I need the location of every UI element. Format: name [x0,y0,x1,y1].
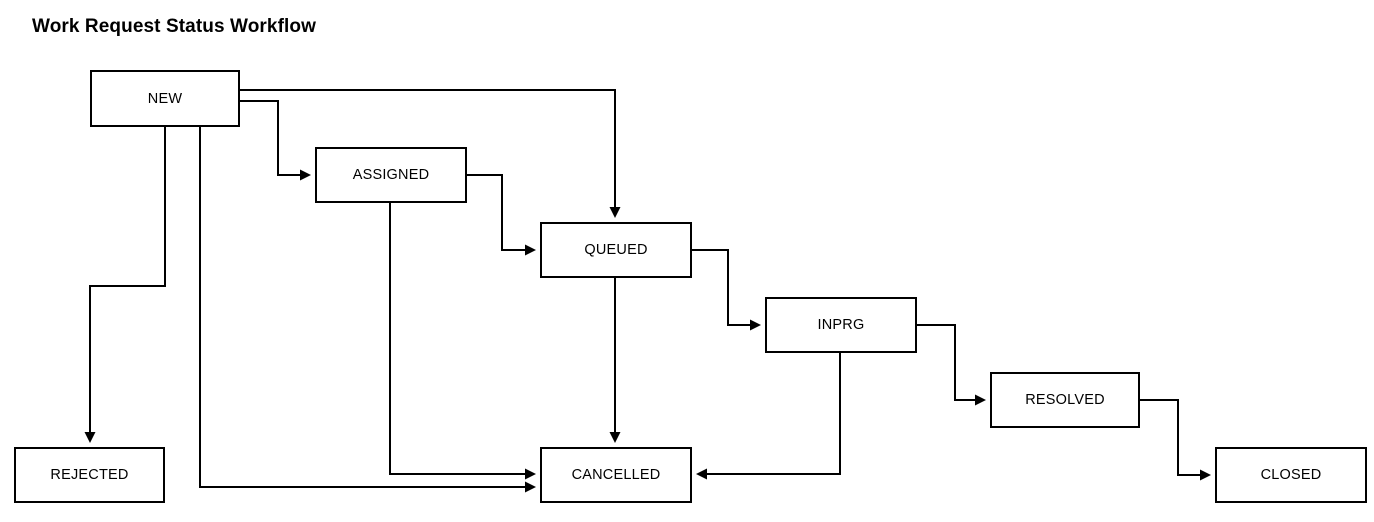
edge-inprg-resolved [917,324,986,406]
node-label-cancelled: CANCELLED [571,467,661,483]
edge-queued-cancelled [609,278,621,443]
node-label-assigned: ASSIGNED [352,167,430,183]
node-closed[interactable]: CLOSED [1215,447,1367,503]
node-new[interactable]: NEW [90,70,240,127]
node-label-queued: QUEUED [584,242,648,258]
node-rejected[interactable]: REJECTED [14,447,165,503]
node-cancelled[interactable]: CANCELLED [540,447,692,503]
edge-new-cancelled [199,127,536,493]
edge-resolved-closed [1140,399,1211,481]
node-resolved[interactable]: RESOLVED [990,372,1140,428]
edge-queued-inprg [692,249,761,331]
node-label-resolved: RESOLVED [1025,392,1105,408]
node-queued[interactable]: QUEUED [540,222,692,278]
node-assigned[interactable]: ASSIGNED [315,147,467,203]
edge-assigned-cancelled [389,203,536,480]
edge-assigned-queued [467,174,536,256]
edge-new-queued [240,89,621,218]
node-label-new: NEW [147,90,183,107]
node-inprg[interactable]: INPRG [765,297,917,353]
node-label-closed: CLOSED [1260,467,1322,483]
edge-new-rejected [84,127,166,443]
edge-inprg-cancelled [696,353,841,480]
node-label-inprg: INPRG [817,317,865,333]
edge-new-assigned [240,100,311,181]
node-label-rejected: REJECTED [50,467,129,483]
page-title: Work Request Status Workflow [32,16,316,37]
